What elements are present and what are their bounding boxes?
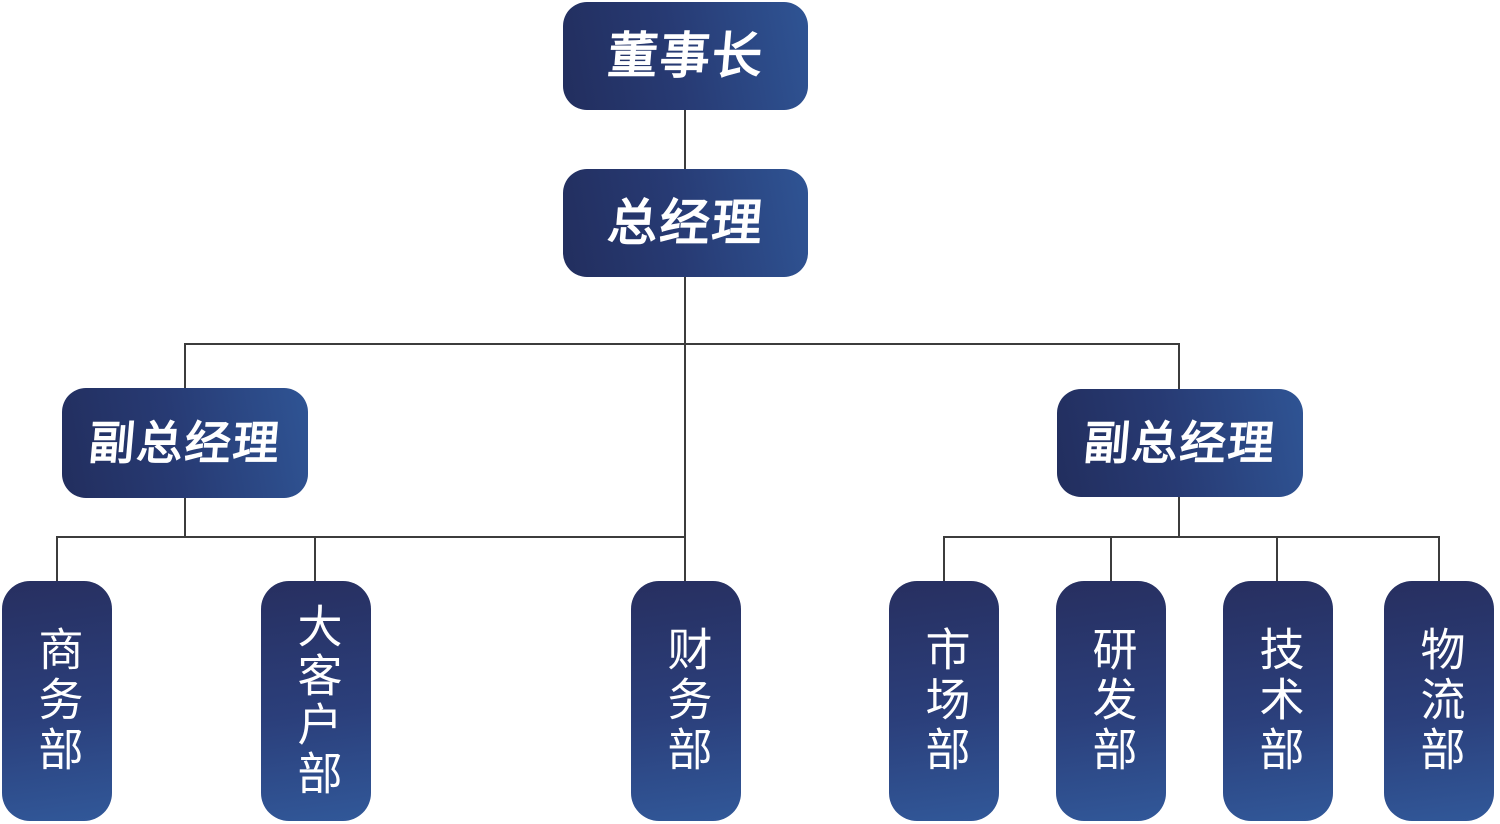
connector-rail-business (56, 536, 58, 582)
org-node-chairman-label: 董事长 (605, 28, 766, 84)
org-node-dept-business-label: 商务部 (31, 626, 83, 776)
connector-rail-key-account (314, 536, 316, 582)
org-node-dept-finance[interactable]: 财务部 (631, 581, 741, 821)
org-node-dept-rd-label: 研发部 (1085, 626, 1137, 776)
connector-rail-marketing (943, 536, 945, 582)
connector-rail-logistics (1438, 536, 1440, 582)
org-node-dept-key-account[interactable]: 大客户部 (261, 581, 371, 821)
org-node-dept-marketing[interactable]: 市场部 (889, 581, 999, 821)
org-node-deputy-gm-left[interactable]: 副总经理 (62, 388, 308, 498)
org-node-deputy-gm-right[interactable]: 副总经理 (1057, 389, 1303, 497)
connector-rail-vgm-left (184, 343, 186, 389)
connector-rail-right-depts (944, 536, 1440, 538)
org-node-dept-marketing-label: 市场部 (918, 626, 970, 776)
connector-gm-finance (684, 277, 686, 582)
connector-rail-tech (1276, 536, 1278, 582)
org-node-chairman[interactable]: 董事长 (563, 2, 808, 110)
org-node-dept-finance-label: 财务部 (660, 626, 712, 776)
org-node-general-manager[interactable]: 总经理 (563, 169, 808, 277)
org-node-dept-logistics-label: 物流部 (1413, 626, 1465, 776)
connector-rail-left-depts (56, 536, 686, 538)
org-node-deputy-gm-right-label: 副总经理 (1081, 417, 1279, 469)
connector-rail-level3 (184, 343, 1180, 345)
org-node-general-manager-label: 总经理 (605, 195, 766, 251)
org-node-deputy-gm-left-label: 副总经理 (86, 417, 284, 469)
connector-vgm-left-rail (184, 498, 186, 538)
org-node-dept-logistics[interactable]: 物流部 (1384, 581, 1494, 821)
org-node-dept-tech-label: 技术部 (1252, 626, 1304, 776)
org-node-dept-tech[interactable]: 技术部 (1223, 581, 1333, 821)
connector-vgm-right-rail (1178, 497, 1180, 538)
connector-rail-rd (1110, 536, 1112, 582)
org-node-dept-key-account-label: 大客户部 (290, 603, 342, 799)
connector-rail-vgm-right (1178, 343, 1180, 390)
org-node-dept-rd[interactable]: 研发部 (1056, 581, 1166, 821)
connector-chairman-gm (684, 110, 686, 170)
org-node-dept-business[interactable]: 商务部 (2, 581, 112, 821)
